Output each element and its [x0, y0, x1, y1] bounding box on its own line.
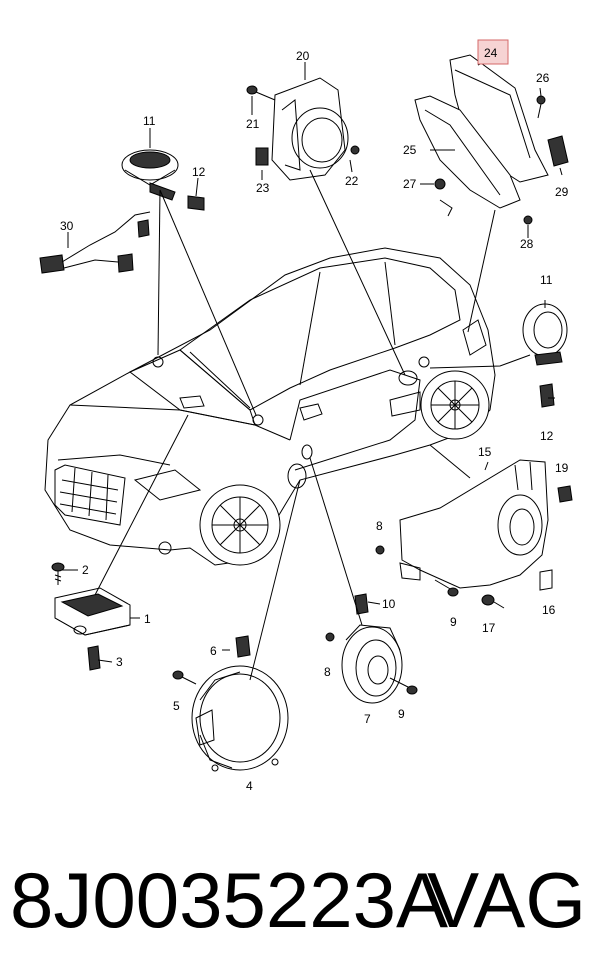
footer: 8J0035223A VAG [0, 835, 600, 965]
callout-11-right: 11 [540, 273, 553, 287]
part-23-clip [255, 147, 269, 166]
brand-label: VAG [427, 856, 586, 944]
callout-6: 6 [210, 644, 217, 658]
part-9-screw-upper [434, 579, 459, 597]
callout-19: 19 [555, 461, 569, 475]
callout-8-upper: 8 [376, 519, 383, 533]
callout-1: 1 [144, 612, 151, 626]
part-4-door-speaker [191, 665, 289, 772]
callout-2: 2 [82, 563, 89, 577]
part-21-screw [246, 85, 276, 101]
part-27-nut [434, 178, 446, 190]
highlight-box-24 [477, 39, 509, 65]
callout-9-upper: 9 [450, 615, 457, 629]
callout-23: 23 [256, 181, 270, 195]
part-2-screw [51, 562, 65, 585]
part-15-subwoofer-box [399, 459, 549, 589]
part-9-screw-lower [389, 677, 418, 695]
parts-diagram: 24 20 26 21 11 25 12 22 27 23 29 30 28 1… [39, 39, 573, 793]
callout-17: 17 [482, 621, 496, 635]
part-10-connector [354, 593, 369, 615]
callout-20: 20 [296, 49, 310, 63]
part-20-rear-speaker [271, 77, 349, 181]
callout-22: 22 [345, 174, 359, 188]
leader-lines [62, 59, 563, 681]
callout-15: 15 [478, 445, 492, 459]
callout-24: 24 [484, 46, 498, 60]
part-12-connector-top [187, 195, 205, 211]
callout-21: 21 [246, 117, 260, 131]
part-11-tweeter-right [522, 303, 568, 366]
callout-4: 4 [246, 779, 253, 793]
part-19-connector [557, 485, 573, 503]
callout-9-lower: 9 [398, 707, 405, 721]
callout-25: 25 [403, 143, 417, 157]
callout-labels: 24 20 26 21 11 25 12 22 27 23 29 30 28 1… [60, 46, 569, 793]
callout-28: 28 [520, 237, 534, 251]
part-25-mounting-bracket [414, 95, 521, 217]
callout-5: 5 [173, 699, 180, 713]
callout-30: 30 [60, 219, 74, 233]
part-1-centre-speaker [54, 587, 131, 636]
callout-7: 7 [364, 712, 371, 726]
callout-27: 27 [403, 177, 417, 191]
callout-16: 16 [542, 603, 556, 617]
callout-10: 10 [382, 597, 396, 611]
part-30-wiring-harness [39, 211, 151, 274]
part-8-nut-upper [375, 545, 385, 555]
part-11-tweeter-top [121, 149, 179, 201]
part-17-screw [481, 594, 505, 609]
part-28-screw [523, 215, 533, 225]
callout-26: 26 [536, 71, 550, 85]
part-29-connector [547, 135, 569, 167]
part-8-nut-lower [325, 632, 335, 642]
callout-12-right: 12 [540, 429, 554, 443]
callout-29: 29 [555, 185, 569, 199]
part-16-bracket [539, 569, 553, 591]
callout-3: 3 [116, 655, 123, 669]
part-22-nut [350, 145, 360, 155]
part-26-screw [536, 95, 546, 119]
part-5-screw [172, 670, 197, 685]
part-7-midrange-speaker [341, 624, 403, 704]
callout-12-top: 12 [192, 165, 206, 179]
callout-8-lower: 8 [324, 665, 331, 679]
callout-11-top: 11 [143, 114, 156, 128]
part-3-connector [87, 645, 101, 671]
part-6-connector [235, 635, 251, 658]
part-12-connector-right [539, 383, 555, 408]
part-number: 8J0035223A [10, 856, 449, 944]
